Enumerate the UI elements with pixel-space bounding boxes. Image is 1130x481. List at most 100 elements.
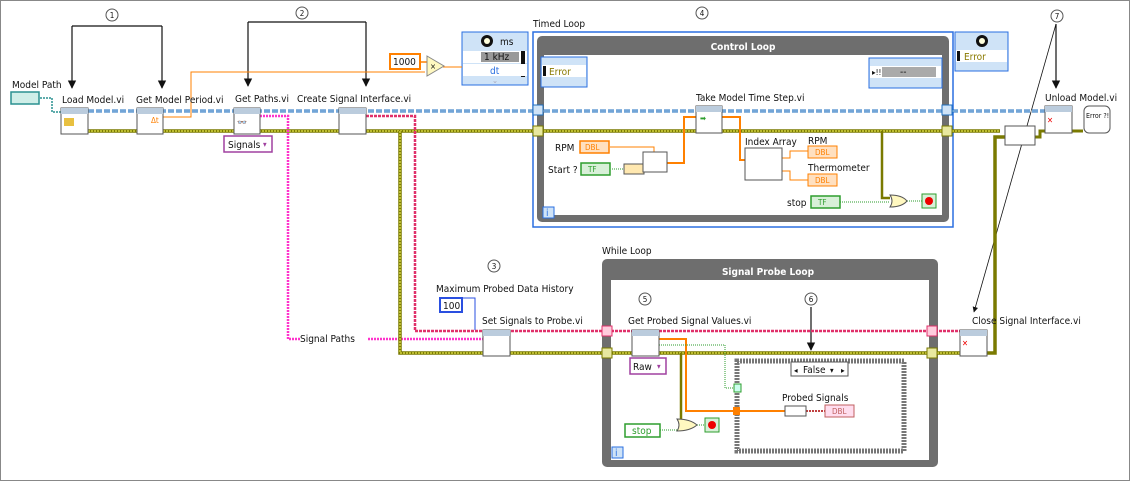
model-path-label: Model Path [12, 80, 62, 91]
folder-icon [64, 118, 74, 126]
start-control[interactable]: Start ? TF [548, 162, 611, 176]
index-array-function[interactable]: Index Array [744, 137, 797, 181]
timed-loop-output-node[interactable]: Error [954, 31, 1009, 72]
or-function[interactable] [889, 194, 908, 208]
svg-text:DBL: DBL [832, 407, 847, 416]
simple-error-handler[interactable]: Error ?! [1083, 105, 1111, 134]
svg-text:5: 5 [643, 295, 648, 304]
loop-condition-terminal[interactable] [921, 193, 937, 209]
svg-text:Set Signals to Probe.vi: Set Signals to Probe.vi [482, 316, 583, 327]
get-model-period-node[interactable]: Get Model Period.vi Δt [136, 95, 223, 135]
svg-text:stop: stop [787, 198, 807, 209]
svg-text:1 kHz: 1 kHz [484, 52, 510, 63]
dropdown-arrow-icon: ▾ [830, 366, 834, 375]
set-signals-to-probe-node[interactable]: Set Signals to Probe.vi [482, 316, 583, 357]
step-arrow-icon: ➡ [700, 114, 706, 123]
probed-signals-indicator: DBL [824, 404, 855, 418]
svg-text:Error: Error [964, 52, 986, 63]
thermometer-indicator: Thermometer DBL [807, 163, 870, 187]
loop-condition-terminal[interactable] [704, 417, 720, 433]
rpm-indicator: RPM DBL [807, 136, 838, 159]
callout-7: 7 [1050, 9, 1064, 23]
svg-text:RPM: RPM [555, 143, 574, 154]
merge-errors-function[interactable] [1004, 125, 1036, 146]
close-x-icon: ✕ [962, 339, 968, 348]
svg-text:7: 7 [1055, 12, 1060, 21]
case-structure[interactable]: ◂▸ False▾ [733, 358, 907, 454]
svg-text:i: i [546, 208, 549, 219]
boolean-to-number-function[interactable] [623, 163, 645, 175]
svg-text:DBL: DBL [815, 148, 830, 157]
case-selector-terminal [733, 383, 742, 393]
tunnels [532, 104, 953, 415]
svg-text:1: 1 [110, 11, 115, 20]
svg-text:▸: ▸ [841, 366, 845, 375]
multiply-function[interactable] [426, 55, 445, 77]
svg-text:Get Model Period.vi: Get Model Period.vi [136, 95, 223, 106]
close-x-icon: ✕ [1047, 116, 1053, 125]
iteration-terminal [611, 446, 624, 459]
max-history-constant[interactable]: 100 [439, 297, 463, 313]
load-model-node[interactable]: Load Model.vi [60, 95, 124, 135]
build-array-function[interactable] [642, 151, 668, 173]
svg-text:i: i [615, 448, 618, 459]
svg-text:Get Probed Signal Values.vi: Get Probed Signal Values.vi [628, 316, 751, 327]
raw-ring[interactable]: Raw ▾ [629, 357, 667, 375]
svg-text:Unload Model.vi: Unload Model.vi [1045, 93, 1117, 104]
svg-text:1000: 1000 [393, 57, 416, 68]
svg-text:Thermometer: Thermometer [807, 163, 870, 174]
svg-text:Get Paths.vi: Get Paths.vi [235, 94, 289, 105]
signal-paths-label: Signal Paths [300, 334, 355, 345]
rate-selector[interactable] [481, 52, 519, 62]
dropdown-arrow-icon: ▾ [657, 362, 661, 371]
svg-text:dt: dt [490, 66, 500, 77]
svg-text:Error: Error [549, 67, 571, 78]
array-function [784, 405, 807, 417]
svg-text:6: 6 [809, 295, 814, 304]
timed-loop-input-node[interactable]: ms 1 kHz dt ⌄ [461, 31, 529, 86]
svg-text:Error ?!: Error ?! [1086, 112, 1109, 120]
svg-text:stop: stop [632, 426, 652, 437]
case-selector[interactable] [790, 361, 849, 377]
svg-text:Raw: Raw [633, 362, 652, 373]
create-signal-interface-node[interactable]: Create Signal Interface.vi [297, 94, 411, 135]
signal-probe-loop-title: Signal Probe Loop [722, 267, 815, 278]
period-multiplier-constant[interactable]: 1000 [389, 53, 421, 70]
delta-t-icon: Δt [151, 116, 159, 125]
unload-model-node[interactable]: Unload Model.vi ✕ [1044, 93, 1117, 134]
close-signal-interface-node[interactable]: Close Signal Interface.vi ✕ [959, 316, 1081, 357]
svg-text:100: 100 [443, 301, 460, 312]
while-loop-label: While Loop [602, 246, 652, 257]
dropdown-arrow-icon: ▾ [263, 140, 267, 149]
callout-6: 6 [804, 292, 818, 306]
get-paths-node[interactable]: Get Paths.vi 👓 [233, 94, 289, 135]
callout-markers: 1 2 3 4 5 6 7 [105, 6, 1064, 306]
callout-3: 3 [487, 259, 501, 273]
svg-text:3: 3 [492, 262, 497, 271]
stop-control[interactable]: stop TF [787, 195, 841, 209]
model-path-control[interactable] [10, 91, 40, 105]
stop-button-control[interactable]: stop [624, 423, 661, 438]
svg-text:DBL: DBL [585, 143, 600, 152]
signals-ring[interactable]: Signals▾ [223, 135, 273, 153]
glasses-icon: 👓 [237, 118, 247, 127]
svg-text:×: × [430, 62, 436, 71]
max-history-label: Maximum Probed Data History [436, 284, 574, 295]
control-loop-title: Control Loop [711, 42, 776, 53]
get-probed-signal-values-node[interactable]: Get Probed Signal Values.vi [628, 316, 751, 357]
timed-loop[interactable]: Timed Loop Control Loop ms 1 kHz dt ⌄ Er… [461, 19, 1009, 228]
take-model-time-step-node[interactable]: Take Model Time Step.vi ➡ [695, 93, 804, 134]
timed-loop-right-data-node[interactable]: -- ▸!! [868, 57, 943, 89]
rpm-control[interactable]: RPM DBL [555, 140, 610, 154]
timed-loop-label: Timed Loop [532, 19, 585, 30]
callout-arrows [67, 21, 1061, 351]
svg-text:RPM: RPM [808, 136, 827, 147]
svg-text:Load Model.vi: Load Model.vi [62, 95, 124, 106]
svg-text:◂: ◂ [794, 366, 798, 375]
timed-loop-left-data-node[interactable]: Error [540, 56, 588, 88]
svg-text:TF: TF [587, 165, 597, 174]
svg-text:▸!!: ▸!! [872, 68, 881, 77]
svg-text:Start ?: Start ? [548, 165, 578, 176]
or-function[interactable] [676, 418, 698, 432]
